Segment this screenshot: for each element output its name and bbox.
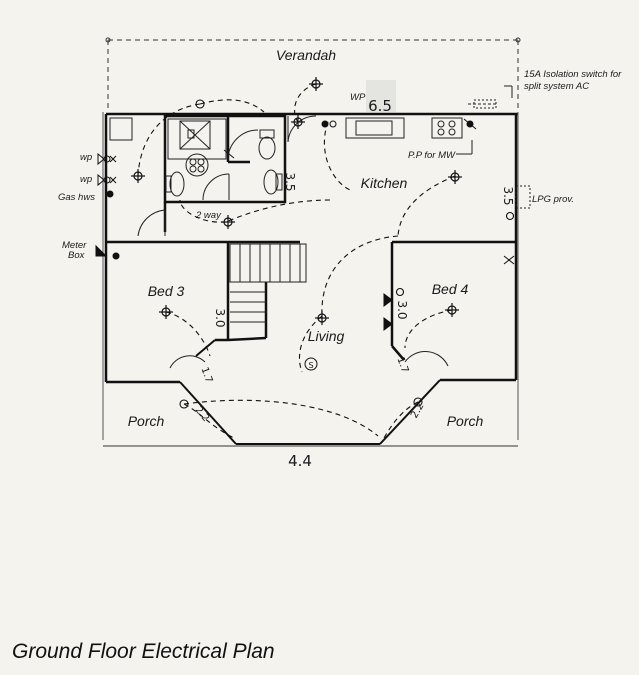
light-point-icon — [159, 305, 173, 319]
correction-patch — [366, 80, 396, 112]
door-swings — [137, 115, 449, 369]
room-label-bed4: Bed 4 — [432, 281, 469, 297]
dimension-porch-right-b: 2.2 — [409, 401, 426, 420]
switch-icon — [395, 287, 405, 297]
kitchen-benches — [109, 99, 531, 209]
room-label-porch-right: Porch — [447, 413, 484, 429]
corner-marker — [515, 37, 521, 43]
dimension-width-top: 6.5 — [368, 97, 392, 115]
room-label-verandah: Verandah — [276, 47, 336, 63]
switch-icon — [505, 211, 515, 221]
switch-symbols — [179, 99, 515, 409]
staircase — [229, 243, 307, 323]
room-label-kitchen: Kitchen — [361, 175, 408, 191]
light-point-icon — [309, 77, 323, 91]
power-point-icon — [97, 173, 117, 187]
smoke-detector-label: S — [308, 361, 313, 370]
dimension-porch-right-a: 1.7 — [394, 356, 410, 375]
light-point-icon — [445, 303, 459, 317]
wiring-runs — [137, 83, 456, 439]
power-point-icon — [503, 255, 515, 265]
interior-walls — [106, 240, 516, 361]
light-point-icon — [448, 170, 462, 184]
bathroom-fixtures — [165, 118, 283, 201]
leader-lines — [456, 85, 513, 155]
light-point-icon — [221, 215, 235, 229]
dimension-bed4-height: 3.0 — [395, 300, 409, 319]
dimension-kitchen-right: 3.5 — [501, 186, 515, 205]
dimension-bath-height: 3.5 — [283, 172, 297, 191]
dimension-bed3-height: 3.0 — [213, 308, 227, 327]
switch-icon — [179, 399, 189, 409]
meter-box-label-line1: Meter — [62, 240, 87, 251]
dimension-width-bottom: 4.4 — [288, 452, 312, 470]
power-point-icon — [223, 149, 235, 159]
power-point-icon — [383, 293, 393, 331]
light-point-icon — [291, 115, 305, 129]
light-point-icon — [315, 311, 329, 325]
power-point-icon — [321, 120, 337, 128]
lpg-label: LPG prov. — [532, 194, 574, 205]
wp-top-label: WP — [350, 92, 366, 103]
wp-left-label-2: wp — [80, 174, 92, 185]
light-points — [131, 77, 462, 325]
room-label-porch-left: Porch — [128, 413, 165, 429]
switch-icon — [195, 99, 205, 109]
two-way-label: 2 way — [195, 210, 222, 221]
page-title: Ground Floor Electrical Plan — [12, 640, 275, 663]
corner-marker — [105, 37, 111, 43]
power-point-icon — [463, 118, 477, 130]
room-label-bed3: Bed 3 — [148, 283, 185, 299]
front-walls — [179, 339, 441, 445]
smoke-detector: S — [304, 357, 318, 371]
meter-box-label-line2: Box — [68, 250, 86, 261]
isolation-switch-note-line1: 15A Isolation switch for — [524, 69, 622, 80]
switch-icon — [413, 397, 423, 407]
wp-left-label-1: wp — [80, 152, 92, 163]
meter-box-icon — [95, 244, 120, 260]
isolation-switch-note-line2: split system AC — [524, 81, 589, 92]
pp-mw-label: P.P for MW — [408, 150, 456, 161]
gas-hws-label: Gas hws — [58, 192, 95, 203]
gpo-symbols — [95, 118, 515, 331]
light-point-icon — [131, 169, 145, 183]
room-label-living: Living — [308, 328, 345, 344]
verandah-outline — [107, 39, 519, 112]
power-point-icon — [97, 152, 117, 166]
dimension-porch-left-a: 1.7 — [198, 366, 214, 385]
power-point-icon — [106, 190, 114, 198]
